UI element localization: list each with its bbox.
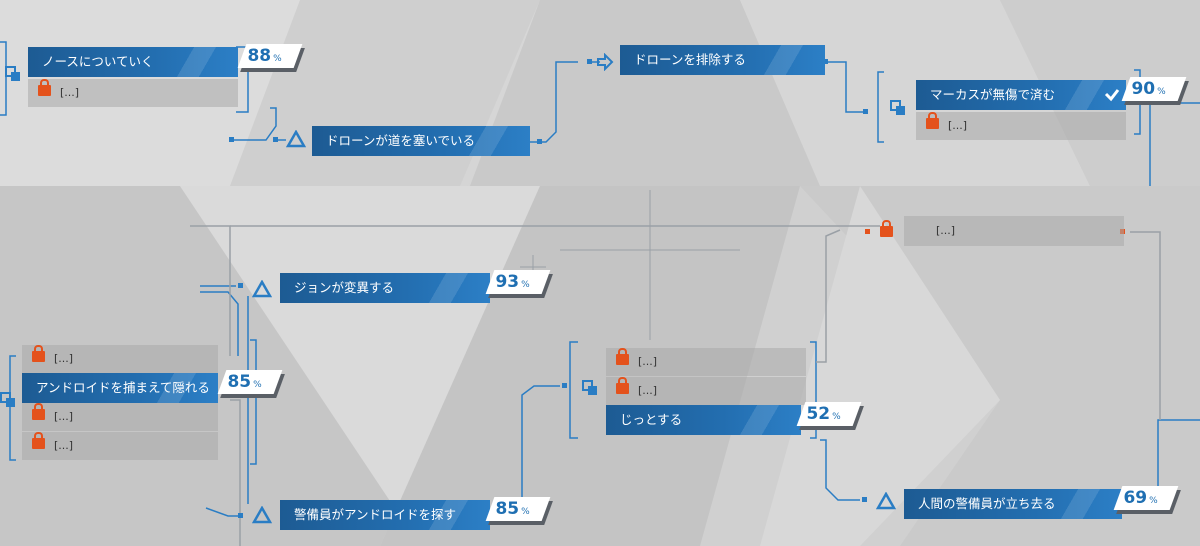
branch-icon xyxy=(582,380,597,395)
check-icon xyxy=(1104,89,1120,102)
percentage-badge: 93% xyxy=(485,270,551,294)
node-follow-north[interactable]: ノースについていく 88% xyxy=(28,44,303,77)
node-guard-leaves[interactable]: 人間の警備員が立ち去る 69% xyxy=(904,486,1179,519)
node-label: アンドロイドを捕まえて隠れる xyxy=(22,373,218,403)
percentage-badge: 85% xyxy=(217,370,283,394)
branch-icon xyxy=(890,100,905,115)
percentage-badge: 88% xyxy=(237,44,303,68)
triangle-icon xyxy=(252,506,272,524)
lock-icon xyxy=(880,220,893,237)
node-jon-deviated[interactable]: ジョンが変異する 93% xyxy=(280,270,551,303)
locked-node: [...] xyxy=(606,348,806,376)
percentage-badge: 85% xyxy=(485,497,551,521)
percentage-badge: 90% xyxy=(1121,77,1187,101)
lock-icon xyxy=(32,345,45,362)
locked-node: [...] xyxy=(916,112,1126,140)
node-label: ドローンが道を塞いでいる xyxy=(312,126,530,156)
percentage-badge: 69% xyxy=(1113,486,1179,510)
node-eliminate-drone[interactable]: ドローンを排除する xyxy=(620,45,825,75)
node-stay-still[interactable]: じっとする 52% xyxy=(606,402,862,435)
node-label: マーカスが無傷で済む xyxy=(916,80,1126,110)
triangle-icon xyxy=(252,280,272,298)
locked-node: [...] xyxy=(22,432,218,460)
lock-icon xyxy=(926,112,939,129)
node-drone-blocking[interactable]: ドローンが道を塞いでいる xyxy=(312,126,530,156)
branch-icon xyxy=(0,392,15,407)
lock-icon xyxy=(32,403,45,420)
triangle-icon xyxy=(876,492,896,510)
node-label: ノースについていく xyxy=(28,47,238,77)
triangle-icon xyxy=(286,130,306,148)
node-label: じっとする xyxy=(606,405,801,435)
node-label: 警備員がアンドロイドを探す xyxy=(280,500,490,530)
locked-node: [...] xyxy=(28,79,238,107)
node-label: ジョンが変異する xyxy=(280,273,490,303)
branch-icon xyxy=(5,66,20,81)
lock-icon xyxy=(616,377,629,394)
node-label: 人間の警備員が立ち去る xyxy=(904,489,1122,519)
node-hide-androids[interactable]: アンドロイドを捕まえて隠れる 85% xyxy=(22,370,283,403)
lock-icon xyxy=(32,432,45,449)
locked-node: [...] xyxy=(904,216,1124,246)
lock-icon xyxy=(616,348,629,365)
percentage-badge: 52% xyxy=(796,402,862,426)
node-markus-unharmed[interactable]: マーカスが無傷で済む 90% xyxy=(916,77,1187,110)
arrow-right-icon xyxy=(597,53,614,71)
locked-node: [...] xyxy=(22,403,218,431)
locked-node: [...] xyxy=(22,345,218,373)
locked-node: [...] xyxy=(606,377,806,405)
node-label: ドローンを排除する xyxy=(620,45,825,75)
node-guard-searches[interactable]: 警備員がアンドロイドを探す 85% xyxy=(280,497,551,530)
lock-icon xyxy=(38,79,51,96)
